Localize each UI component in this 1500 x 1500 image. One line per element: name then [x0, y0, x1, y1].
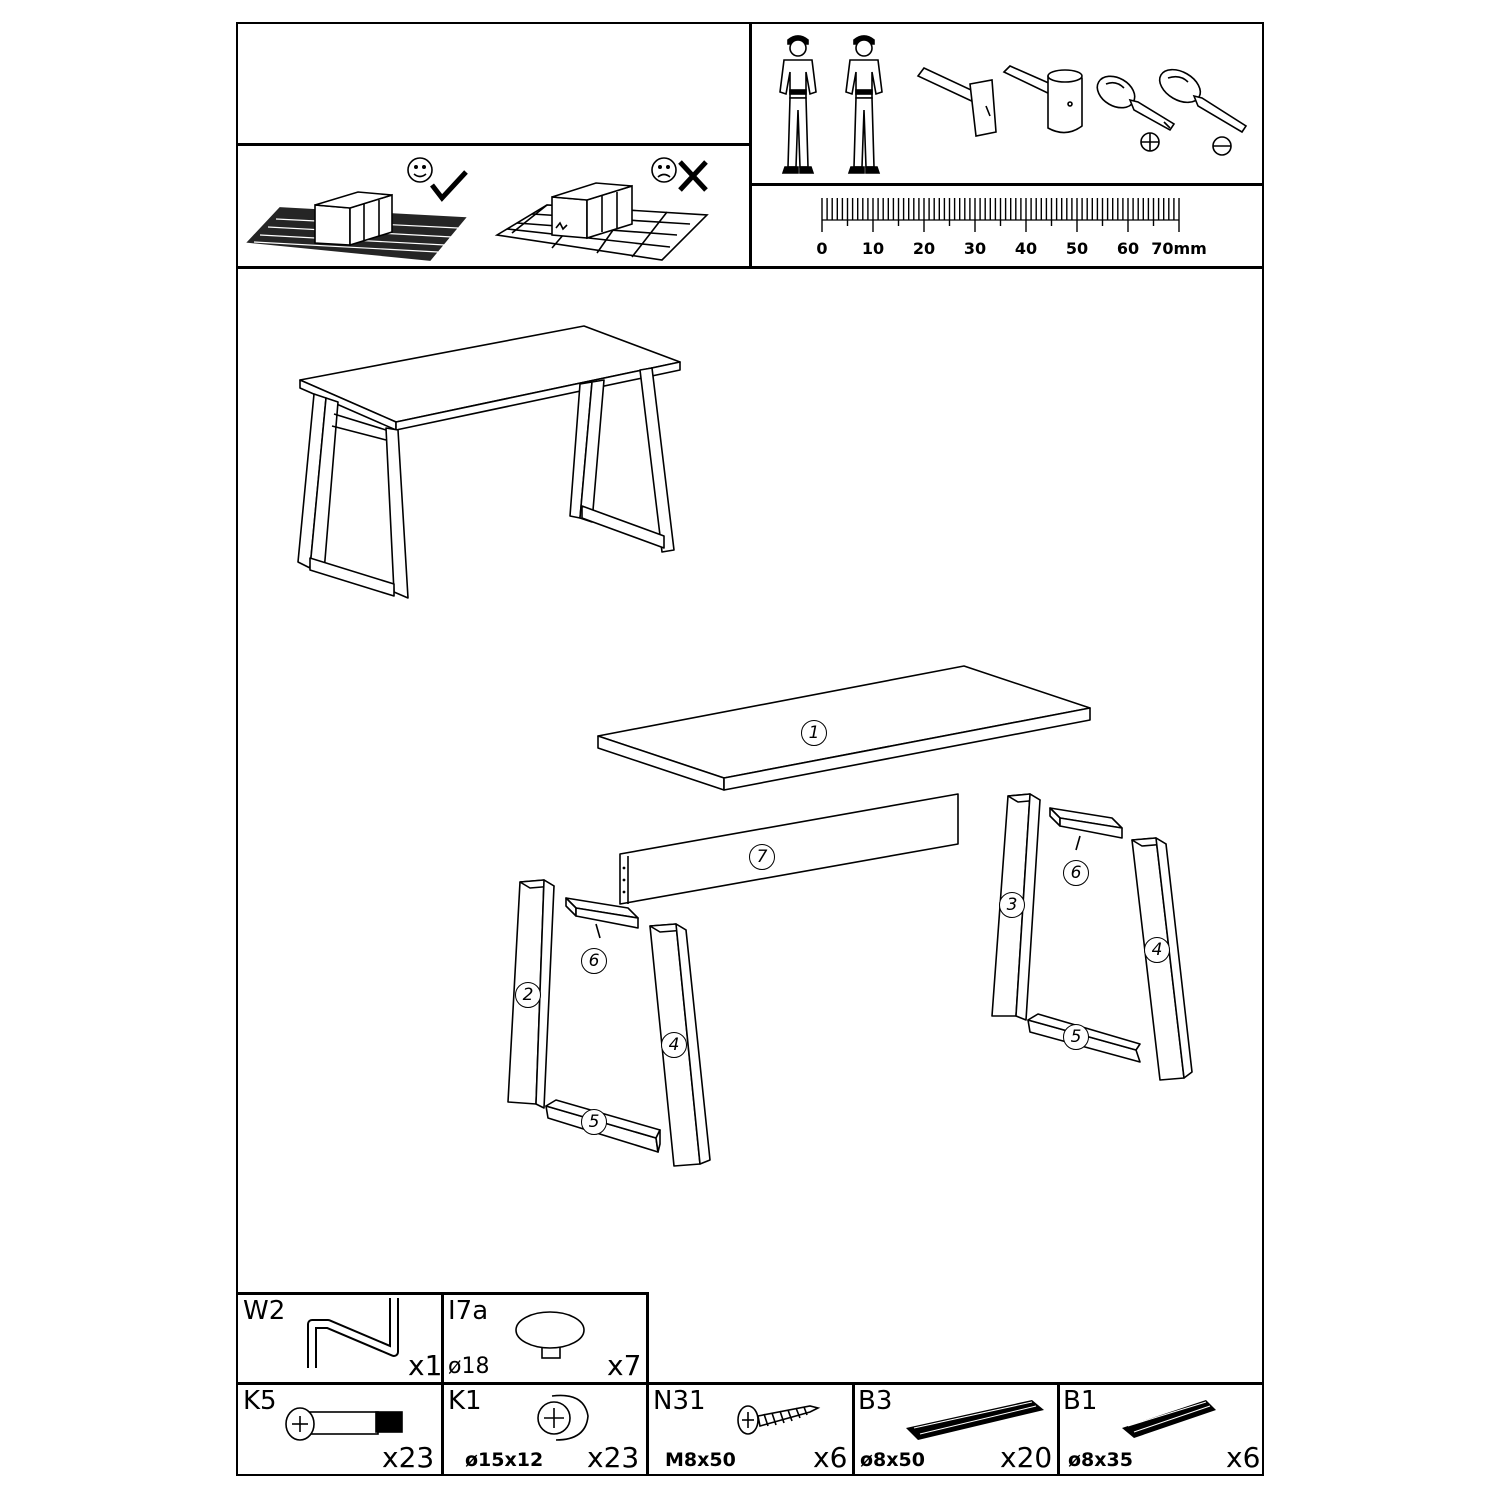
hammer-icon: [916, 67, 997, 137]
hardware-dim: ø8x50: [860, 1449, 925, 1471]
flat-screwdriver-icon: [1158, 68, 1248, 156]
hardware-code: N31: [653, 1386, 706, 1416]
part-number-2: 2: [515, 982, 541, 1008]
assemble-on-hard-surface-icon: [494, 157, 709, 261]
part-number-7: 7: [749, 844, 775, 870]
screw-icon: [737, 1405, 821, 1435]
ruler-label: 10: [862, 239, 884, 258]
header-divider-right: [749, 183, 1264, 186]
hardware-col-3: [852, 1382, 855, 1476]
hardware-qty: x23: [382, 1441, 435, 1474]
hardware-qty: x7: [607, 1349, 642, 1382]
hardware-dim: M8x50: [665, 1449, 736, 1471]
assemble-on-soft-surface-icon: [246, 157, 468, 261]
header-divider-left: [236, 143, 751, 146]
part-number-5: 5: [581, 1109, 607, 1135]
hardware-code: K5: [243, 1386, 277, 1416]
phillips-screwdriver-icon: [1096, 75, 1176, 152]
exploded-parts-drawing: [507, 665, 1193, 1167]
ruler-label: 70mm: [1151, 239, 1207, 258]
ruler-label: 20: [913, 239, 935, 258]
hardware-code: B1: [1063, 1386, 1098, 1416]
cap-icon: [515, 1311, 585, 1359]
hardware-code: B3: [858, 1386, 893, 1416]
hardware-col-4: [1057, 1382, 1060, 1476]
hardware-code: K1: [448, 1386, 482, 1416]
hardware-col-1: [441, 1292, 444, 1476]
ruler-label: 50: [1066, 239, 1088, 258]
part-number-6: 6: [581, 948, 607, 974]
hardware-dim: ø8x35: [1068, 1449, 1133, 1471]
part-number-3: 3: [999, 892, 1025, 918]
mallet-icon: [1002, 65, 1083, 134]
ruler-label: 0: [816, 239, 827, 258]
cam-lock-icon: [537, 1394, 589, 1441]
cam-bolt-icon: [285, 1407, 403, 1441]
part-number-4: 4: [1144, 937, 1170, 963]
hardware-table-mid-line: [236, 1382, 1264, 1385]
hardware-qty: x20: [1000, 1441, 1053, 1474]
ruler-label: 30: [964, 239, 986, 258]
hardware-col-2: [646, 1292, 649, 1476]
part-number-4: 4: [661, 1032, 687, 1058]
short-dowel-icon: [1122, 1400, 1216, 1438]
ruler-label: 60: [1117, 239, 1139, 258]
long-dowel-icon: [906, 1400, 1044, 1440]
hardware-dim: ø15x12: [465, 1449, 544, 1471]
part-number-1: 1: [801, 720, 827, 746]
hardware-qty: x6: [813, 1441, 848, 1474]
two-persons-icon: [779, 35, 883, 174]
hardware-qty: x1: [408, 1349, 443, 1382]
measurement-ruler: 0 10 20 30 40 50 60 70mm: [816, 198, 1207, 258]
part-number-6: 6: [1063, 860, 1089, 886]
assembled-desk-drawing: [297, 325, 681, 599]
hardware-code: I7a: [448, 1296, 489, 1326]
hardware-dim: ø18: [448, 1354, 490, 1379]
hardware-code: W2: [243, 1296, 286, 1326]
ruler-label: 40: [1015, 239, 1037, 258]
allen-key-icon: [307, 1298, 399, 1368]
part-7-back-panel: [619, 793, 959, 905]
part-number-5: 5: [1063, 1024, 1089, 1050]
hardware-qty: x6: [1226, 1441, 1261, 1474]
hardware-qty: x23: [587, 1441, 640, 1474]
